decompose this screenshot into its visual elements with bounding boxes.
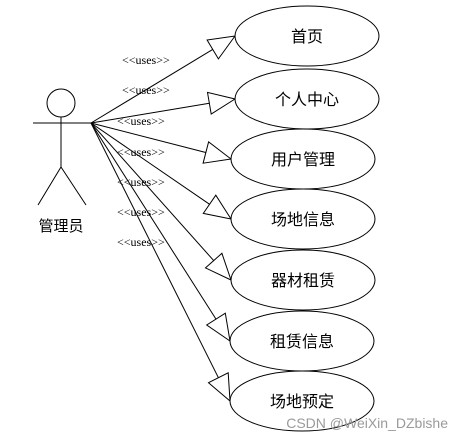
use-case-ellipse xyxy=(230,188,376,250)
uses-label: <<uses>> xyxy=(117,205,165,219)
watermark-text: CSDN @WeiXin_DZbishe xyxy=(286,415,448,431)
use-case-venue-booking: 场地预定 <<uses>> xyxy=(90,122,375,432)
use-case-ellipse xyxy=(234,5,380,67)
association-line xyxy=(90,122,210,205)
association-line xyxy=(90,122,206,153)
actor-label: 管理员 xyxy=(38,217,83,235)
association-line xyxy=(90,122,217,320)
use-case-user-management: 用户管理 <<uses>> xyxy=(90,114,376,190)
uses-label: <<uses>> xyxy=(117,235,165,249)
uses-label: <<uses>> xyxy=(122,53,170,67)
use-case-list: 首页 <<uses>> 个人中心 <<uses>> 用户管理 <<uses>> 场地信息 <<… xyxy=(90,5,380,432)
arrowhead xyxy=(205,312,231,343)
association-line xyxy=(90,122,219,378)
uses-label: <<uses>> xyxy=(117,175,165,189)
use-case-equipment-rental: 器材租赁 <<uses>> xyxy=(90,122,376,311)
uses-label: <<uses>> xyxy=(117,114,165,128)
use-case-label: 场地预定 xyxy=(270,392,334,411)
use-case-label: 场地信息 xyxy=(271,210,335,229)
arrowhead xyxy=(207,372,231,403)
uses-label: <<uses>> xyxy=(122,83,170,97)
use-case-ellipse xyxy=(230,249,376,311)
arrowhead xyxy=(204,252,232,281)
use-case-home: 首页 <<uses>> xyxy=(90,5,380,124)
use-case-ellipse xyxy=(229,370,375,432)
use-case-label: 租赁信息 xyxy=(270,332,334,351)
association-line xyxy=(90,122,215,261)
association-line xyxy=(90,102,210,124)
actor-figure xyxy=(33,88,91,206)
arrowhead xyxy=(202,194,233,220)
use-case-label: 首页 xyxy=(291,27,323,46)
uses-label: <<uses>> xyxy=(117,145,165,159)
use-case-label: 用户管理 xyxy=(271,150,335,169)
arrowhead xyxy=(202,141,233,164)
association-line xyxy=(90,48,213,124)
actor-right-leg xyxy=(60,166,87,206)
actor-head xyxy=(46,88,76,118)
use-case-label: 器材租赁 xyxy=(271,271,335,290)
arrowhead xyxy=(206,35,237,60)
use-case-venue-info: 场地信息 <<uses>> xyxy=(90,122,376,250)
use-case-rental-info: 租赁信息 <<uses>> xyxy=(90,122,375,372)
use-case-label: 个人中心 xyxy=(275,90,339,109)
actor-left-leg xyxy=(37,166,62,206)
arrowhead xyxy=(206,91,237,115)
